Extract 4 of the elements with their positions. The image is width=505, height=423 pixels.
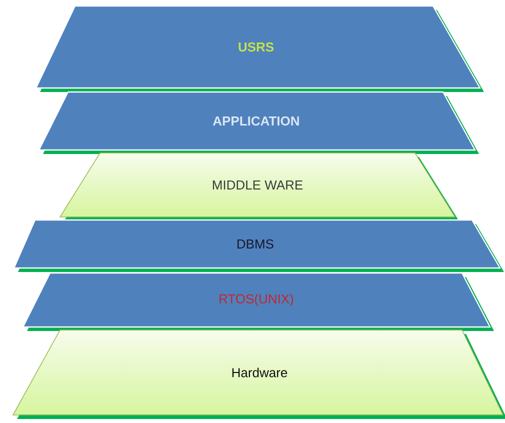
layer-trapezoid: DBMS <box>13 219 504 272</box>
layer-trapezoid: APPLICATION <box>38 91 479 154</box>
layer-trapezoid: RTOS(UNIX) <box>22 272 494 331</box>
layer-trapezoid: USRS <box>35 5 484 92</box>
